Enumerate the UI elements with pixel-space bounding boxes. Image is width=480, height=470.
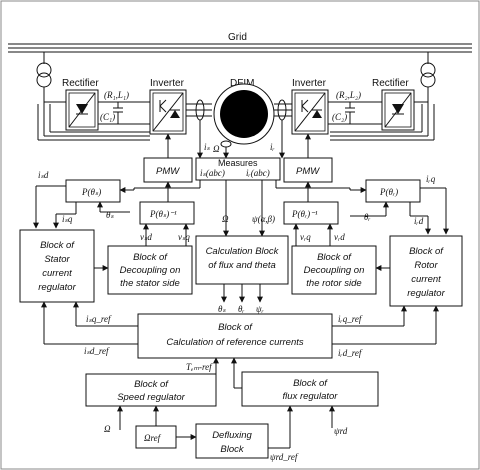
isq-label: iₛq: [62, 214, 73, 224]
grid-label: Grid: [228, 32, 247, 43]
transformer-right: [420, 52, 436, 102]
rotor-reg-line4: regulator: [407, 288, 445, 299]
theta-r-out-label: θᵣ: [238, 304, 245, 314]
irq-ref-label: iᵣq_ref: [338, 314, 363, 324]
isq-ref-label: iₛq_ref: [86, 314, 112, 324]
psi-rd-ref-label: ψrd_ref: [270, 452, 299, 462]
dfim-label: DFIM: [230, 78, 254, 89]
psi-ab-label: ψ(α,β): [252, 214, 275, 224]
omega-mid-label: Ω: [222, 214, 229, 224]
grid-bus: [8, 43, 472, 53]
diode-icon: [170, 110, 180, 118]
theta-s-out-label: θₛ: [218, 304, 226, 314]
vsd-label: vₛd: [140, 232, 152, 242]
omega-in-label: Ω: [104, 424, 111, 434]
calc-flux-line1: Calculation Block: [206, 246, 280, 257]
speed-regulator-block: [85, 373, 217, 407]
tem-ref-label: Tₑₘ-ref: [186, 362, 213, 372]
psi-rd-label: ψrd: [334, 426, 348, 436]
isabc-label: iₛ(abc): [200, 168, 225, 178]
diode-icon: [312, 110, 322, 118]
inverter-left-label: Inverter: [150, 78, 185, 89]
irabc-label: iᵣ(abc): [246, 168, 270, 178]
diode-icon: [392, 104, 404, 114]
ir-label: iᵣ: [270, 142, 275, 152]
diode-icon: [76, 104, 88, 114]
isd-ref-label: iₛd_ref: [84, 346, 110, 356]
measures-label: Measures: [218, 158, 258, 168]
decoup-stator-line3: the stator side: [120, 278, 180, 289]
measures-block: [195, 157, 281, 181]
flux-reg-line1: Block of: [293, 378, 328, 389]
rotor-regulator-block: [389, 235, 463, 307]
decoupling-stator-block: [107, 245, 193, 295]
stator-reg-line1: Block of: [40, 240, 75, 251]
pmw-right-block: [283, 157, 333, 183]
rectifier-left-label: Rectifier: [62, 78, 99, 89]
decoup-stator-line2: Decoupling on: [120, 265, 181, 276]
rotor-reg-line2: Rotor: [414, 260, 438, 271]
p-theta-s-label: P(θₛ): [81, 187, 101, 197]
speed-reg-line2: Speed regulator: [117, 392, 185, 403]
calc-flux-line2: of flux and theta: [208, 260, 276, 271]
rl-left-label: (R₁,L₁): [104, 90, 129, 100]
left-supply-lines: [37, 101, 150, 141]
ref-currents-block: [137, 313, 333, 359]
decoup-rotor-line3: the rotor side: [306, 278, 361, 289]
stator-reg-line2: Stator: [44, 254, 70, 265]
rotor-reg-line3: current: [411, 274, 441, 285]
transformer-left: [36, 52, 52, 102]
irq-label: iᵣq: [426, 174, 436, 184]
ref-currents-line2: Calculation of reference currents: [166, 337, 304, 348]
defluxing-block: [195, 423, 269, 459]
pmw-right-label: PMW: [296, 166, 320, 177]
vsq-label: vₛq: [178, 232, 190, 242]
ird-ref-label: iᵣd_ref: [338, 348, 363, 358]
decoupling-rotor-block: [291, 245, 377, 295]
p-theta-r-label: P(θᵣ): [379, 187, 398, 197]
p-theta-s-inv-block: [139, 201, 195, 225]
defluxing-line1: Defluxing: [212, 430, 252, 441]
isd-label: iₛd: [38, 170, 49, 180]
decoup-stator-line1: Block of: [133, 252, 168, 263]
rectifier-right-label: Rectifier: [372, 78, 409, 89]
flux-theta-block: [195, 235, 289, 285]
p-theta-r-inv-label: P(θᵣ)⁻¹: [291, 209, 318, 219]
pmw-left-label: PMW: [156, 166, 180, 177]
inverter-right-label: Inverter: [292, 78, 327, 89]
theta-r-in-label: θᵣ: [364, 212, 371, 222]
flux-regulator-block: [241, 371, 379, 407]
rotor-reg-line1: Block of: [409, 246, 444, 257]
psi-r-out-label: ψᵣ: [256, 304, 264, 314]
ird-label: iᵣd: [414, 216, 424, 226]
stator-reg-line4: regulator: [38, 282, 76, 293]
omega-top-label: Ω: [213, 144, 220, 154]
decoup-rotor-line1: Block of: [317, 252, 352, 263]
is-label: iₛ: [204, 142, 211, 152]
rl-right-label: (R₂,L₂): [336, 90, 361, 100]
omega-ref-label: Ωref: [144, 433, 162, 443]
speed-reg-line1: Block of: [134, 379, 169, 390]
p-theta-r-inv-block: [283, 201, 339, 225]
stator-regulator-block: [19, 229, 95, 303]
decoup-rotor-line2: Decoupling on: [304, 265, 365, 276]
speed-sensor-icon: [220, 140, 232, 148]
vrd-label: vᵣd: [334, 232, 345, 242]
c-left-label: (C₁): [100, 112, 115, 122]
defluxing-line2: Block: [220, 444, 244, 455]
flux-reg-line2: flux regulator: [283, 391, 339, 402]
vrq-label: vᵣq: [300, 232, 311, 242]
p-theta-s-inv-label: P(θₛ)⁻¹: [149, 209, 177, 219]
dfim-rotor: [220, 90, 268, 138]
ref-currents-line1: Block of: [218, 322, 253, 333]
stator-reg-line3: current: [42, 268, 72, 279]
theta-s-in-label: θₛ: [106, 210, 114, 220]
c-right-label: (C₂): [332, 112, 347, 122]
